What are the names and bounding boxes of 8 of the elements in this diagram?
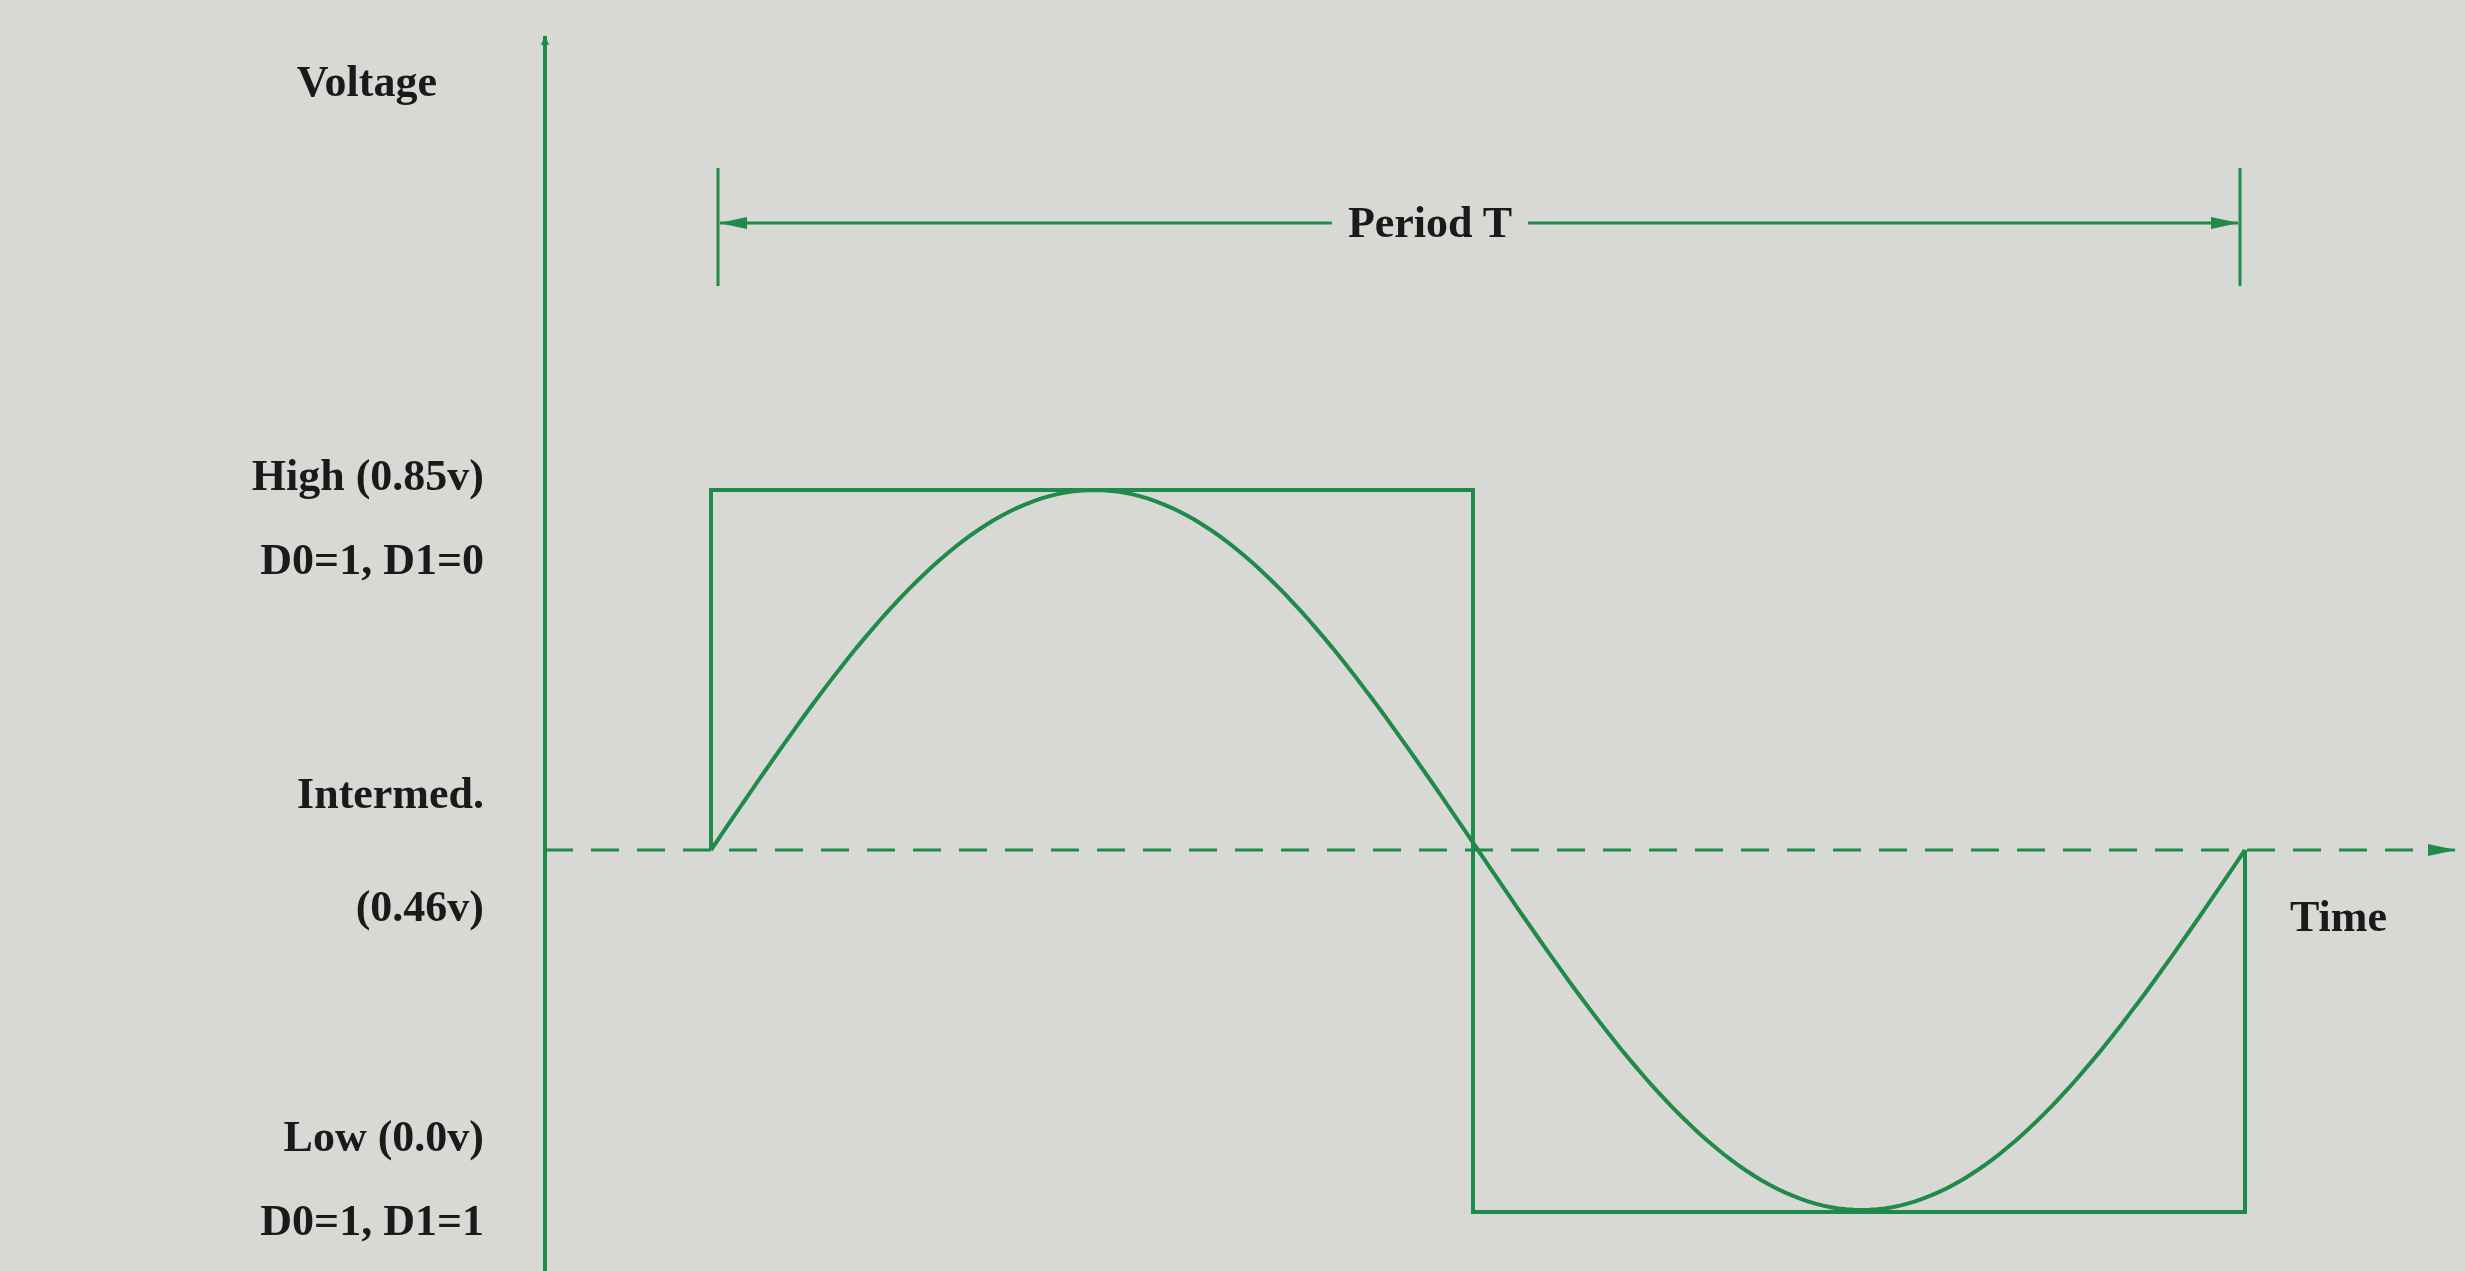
level-label: D0=1, D1=0 — [260, 538, 484, 582]
level-label: D0=1, D1=1 — [260, 1199, 484, 1243]
level-label: High (0.85v) — [251, 454, 484, 498]
level-label: Intermed. — [297, 772, 484, 816]
level-label: Low (0.0v) — [283, 1115, 484, 1159]
axis-label: Time — [2290, 895, 2387, 939]
level-label: (0.46v) — [355, 885, 484, 929]
axis-label: Voltage — [296, 60, 437, 104]
